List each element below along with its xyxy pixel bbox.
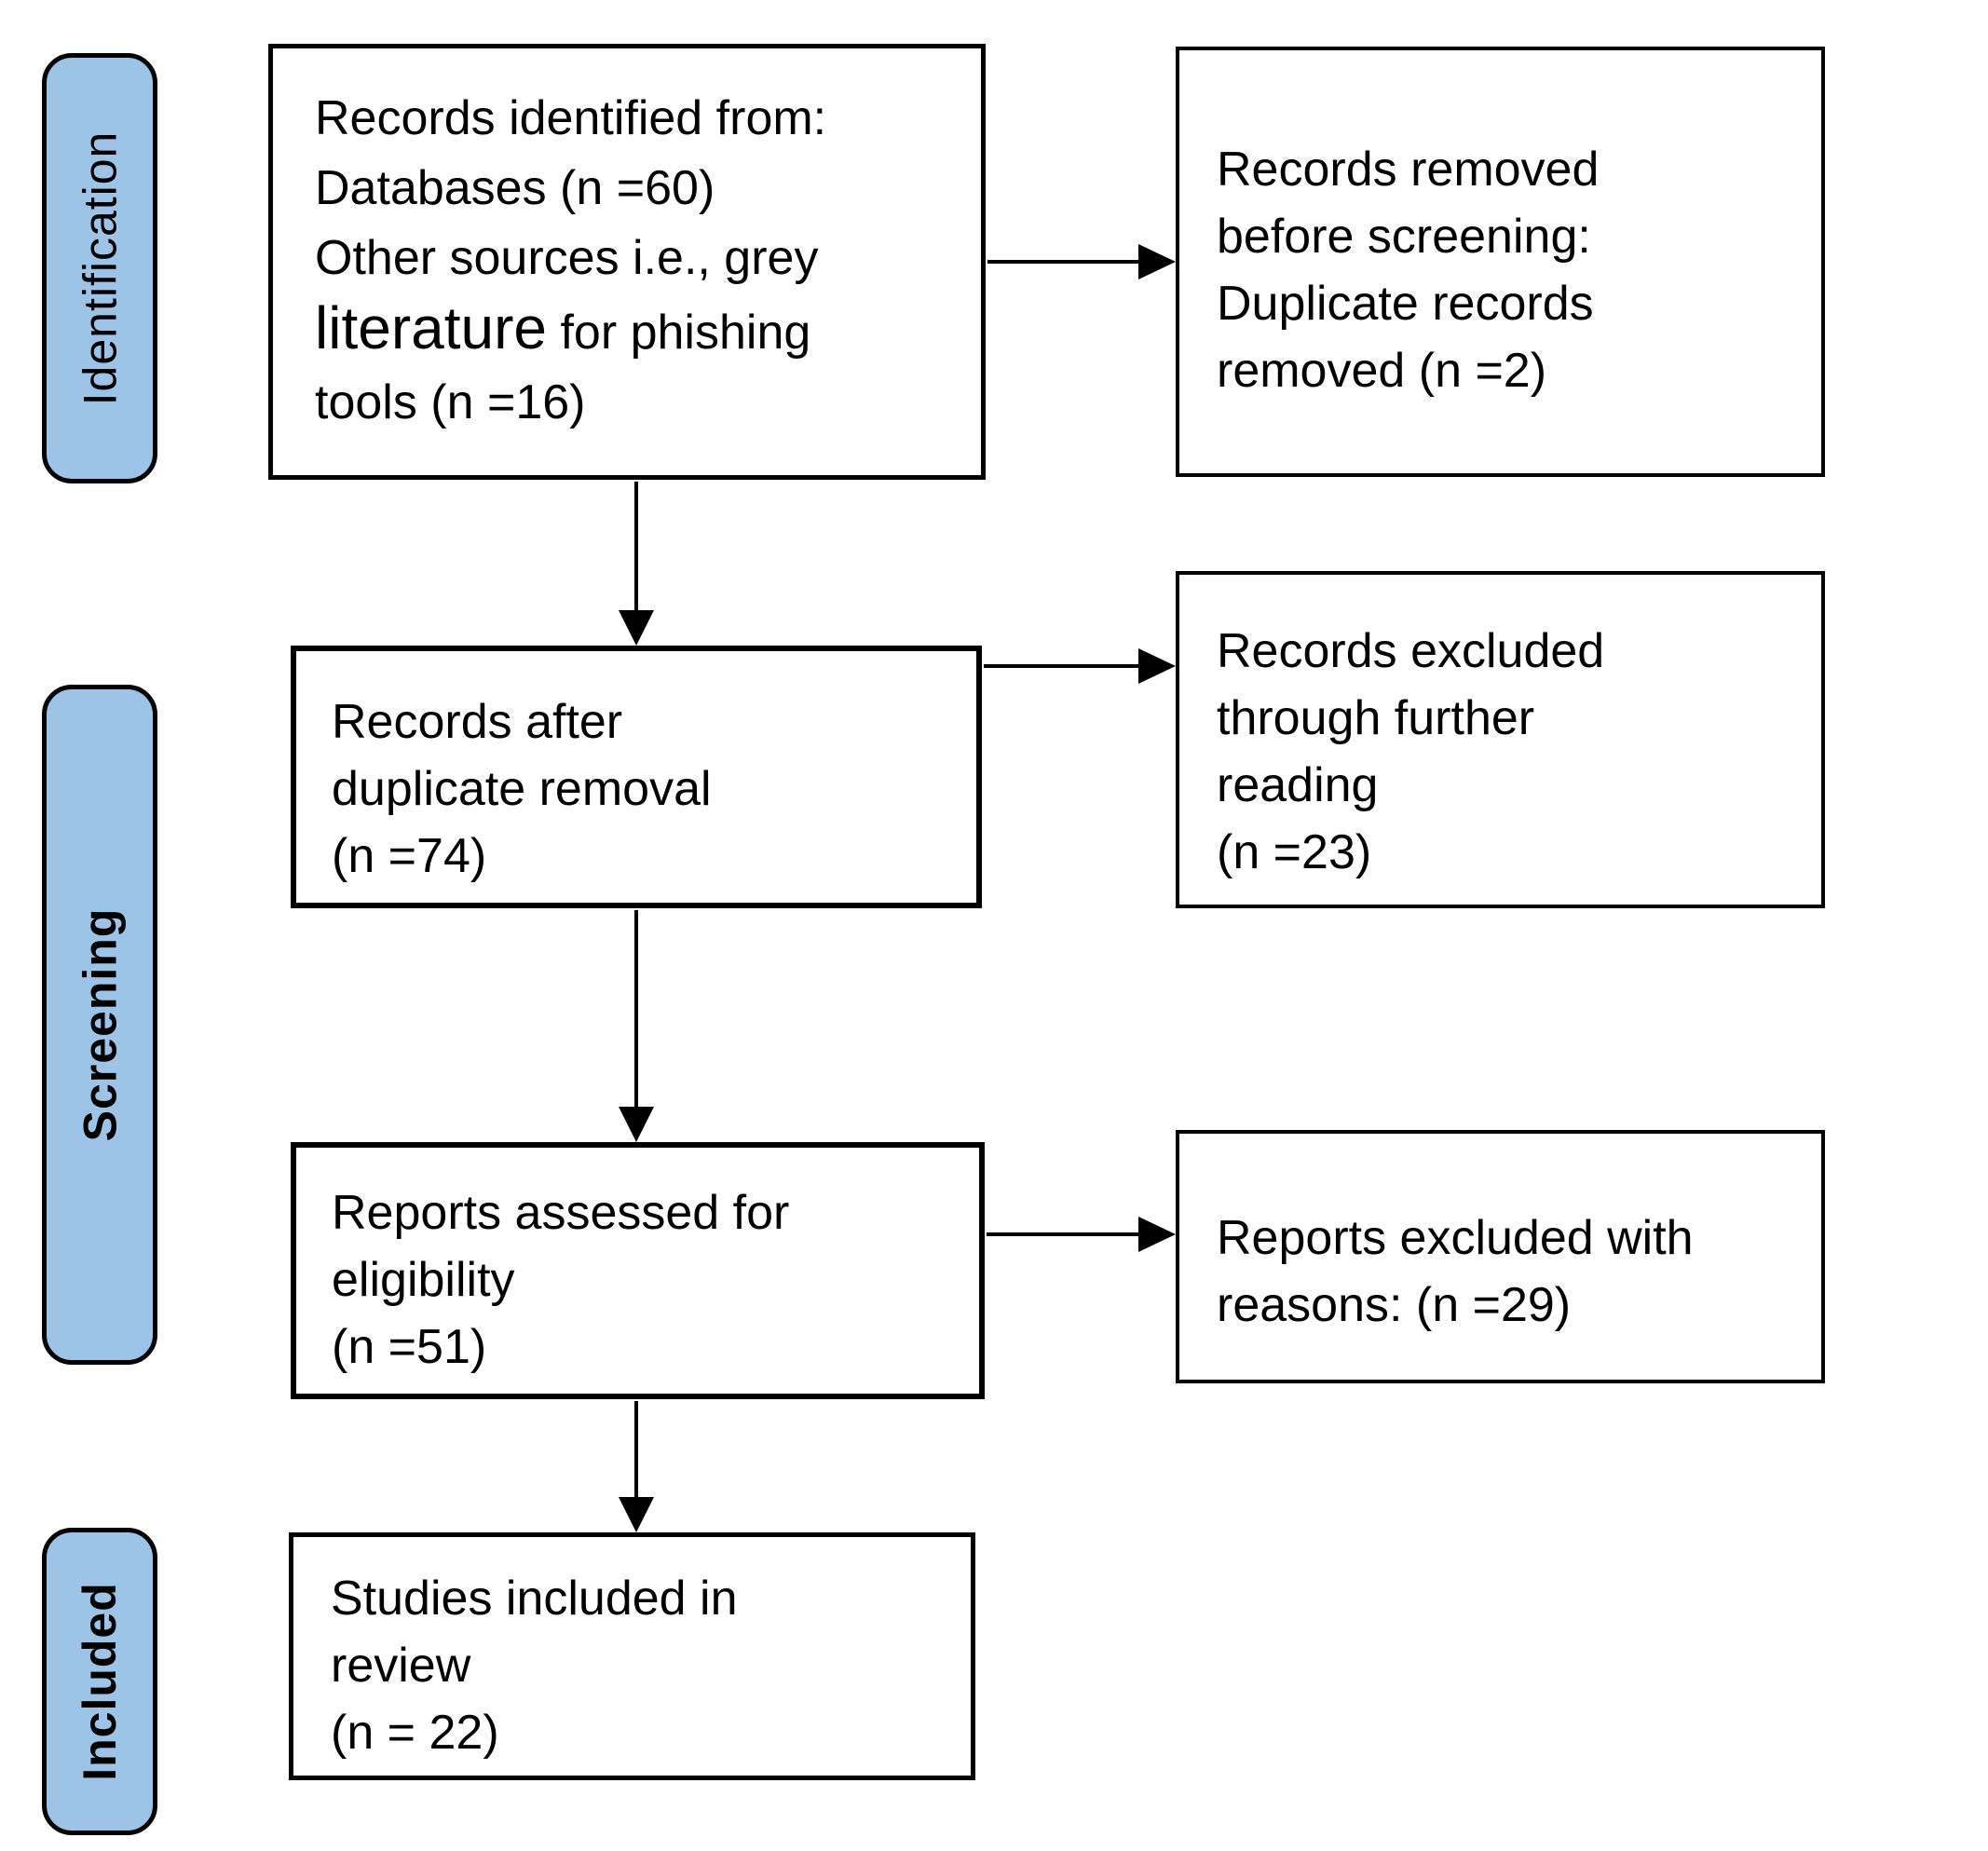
box-records-excluded-line: Records excluded bbox=[1217, 624, 1605, 678]
stage-label-screening-text: Screening bbox=[74, 907, 126, 1142]
box-reports-assessed-line: (n =51) bbox=[332, 1320, 487, 1374]
box-records-excluded: Records excluded through further reading… bbox=[1176, 571, 1825, 908]
box-records-removed: Records removed before screening: Duplic… bbox=[1176, 47, 1825, 477]
box-reports-excluded-line: Reports excluded with bbox=[1217, 1211, 1694, 1265]
box-reports-assessed-line: Reports assessed for bbox=[332, 1186, 790, 1240]
box-studies-included-line: review bbox=[331, 1639, 471, 1693]
stage-label-screening: Screening bbox=[42, 685, 157, 1365]
box-records-excluded-line: reading bbox=[1217, 758, 1379, 812]
box-reports-assessed: Reports assessed for eligibility (n =51) bbox=[291, 1142, 985, 1399]
emphasized-word: literature bbox=[315, 294, 547, 361]
box-reports-excluded-line: reasons: (n =29) bbox=[1217, 1278, 1572, 1332]
stage-label-identification: Identification bbox=[42, 53, 157, 483]
box-records-after-dedup-line: duplicate removal bbox=[332, 762, 712, 816]
box-records-after-dedup-line: Records after bbox=[332, 695, 623, 749]
box-records-identified-line: Records identified from: bbox=[315, 91, 827, 145]
box-records-after-dedup: Records after duplicate removal (n =74) bbox=[291, 646, 982, 908]
box-records-removed-line: removed (n =2) bbox=[1217, 344, 1547, 398]
stage-label-included-text: Included bbox=[74, 1582, 127, 1781]
line-remainder: for phishing bbox=[547, 306, 811, 360]
box-records-identified-line: literature for phishing bbox=[315, 293, 967, 368]
box-records-identified-line: tools (n =16) bbox=[315, 375, 586, 429]
box-studies-included-line: (n = 22) bbox=[331, 1706, 499, 1760]
arrow-identified-to-removed-icon bbox=[987, 244, 1176, 279]
box-records-after-dedup-line: (n =74) bbox=[332, 829, 487, 883]
arrow-dedup-to-assessed-icon bbox=[619, 910, 654, 1142]
box-records-removed-line: before screening: bbox=[1217, 210, 1591, 264]
stage-label-included: Included bbox=[42, 1528, 157, 1835]
arrow-assessed-to-included-icon bbox=[619, 1401, 654, 1532]
arrow-assessed-to-excluded-icon bbox=[987, 1217, 1176, 1252]
box-studies-included: Studies included in review (n = 22) bbox=[289, 1532, 975, 1780]
box-records-removed-line: Duplicate records bbox=[1217, 277, 1594, 331]
arrow-identified-to-dedup-icon bbox=[619, 482, 654, 646]
box-reports-excluded: Reports excluded with reasons: (n =29) bbox=[1176, 1130, 1825, 1383]
box-records-excluded-line: through further bbox=[1217, 691, 1535, 745]
box-records-identified-line: Other sources i.e., grey bbox=[315, 231, 819, 285]
box-records-excluded-line: (n =23) bbox=[1217, 825, 1372, 879]
box-reports-assessed-line: eligibility bbox=[332, 1253, 515, 1307]
box-records-identified: Records identified from: Databases (n =6… bbox=[268, 44, 986, 480]
box-records-identified-line: Databases (n =60) bbox=[315, 161, 715, 215]
arrow-dedup-to-excluded-icon bbox=[984, 648, 1176, 684]
box-records-removed-line: Records removed bbox=[1217, 143, 1600, 197]
stage-label-identification-text: Identification bbox=[74, 130, 126, 406]
box-studies-included-line: Studies included in bbox=[331, 1572, 738, 1626]
